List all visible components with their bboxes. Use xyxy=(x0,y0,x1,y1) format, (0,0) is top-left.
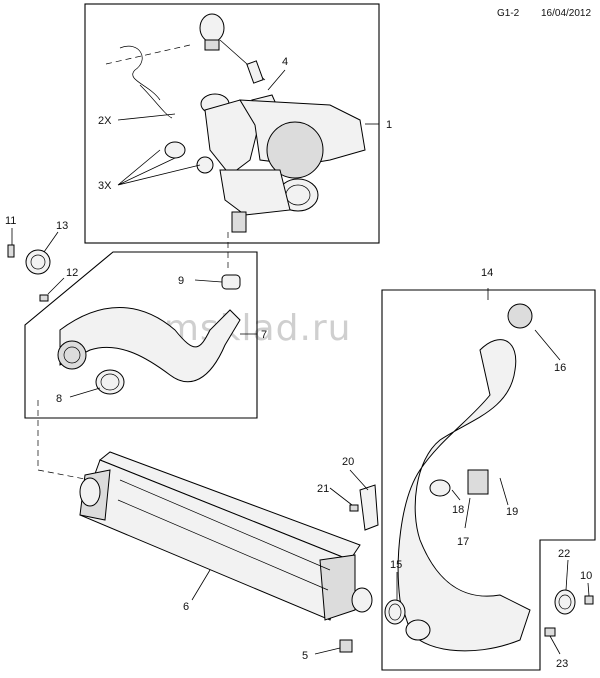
bracket-20 xyxy=(349,484,379,531)
callout-11: 11 xyxy=(5,215,16,227)
callout-13: 13 xyxy=(56,220,68,232)
callout-2x: 2X xyxy=(98,115,112,127)
leader-18 xyxy=(451,489,461,501)
callout-1: 1 xyxy=(386,119,392,131)
callout-3x: 3X xyxy=(98,180,112,192)
callout-22: 22 xyxy=(558,548,570,560)
callout-20: 20 xyxy=(342,456,354,468)
callout-16: 16 xyxy=(554,362,566,374)
callout-23: 23 xyxy=(556,658,568,670)
leader-2x xyxy=(117,113,176,121)
outlet-duct-group-frame xyxy=(381,289,596,671)
leader-19 xyxy=(499,477,509,506)
mount-bushing xyxy=(339,639,353,653)
wastegate-actuator xyxy=(199,13,266,84)
dash-connector xyxy=(37,469,91,481)
leader-23 xyxy=(549,635,561,655)
leader-9 xyxy=(194,279,223,283)
callout-8: 8 xyxy=(56,393,62,405)
leader-16 xyxy=(534,329,561,361)
callout-21: 21 xyxy=(317,483,329,495)
sensor xyxy=(429,469,489,497)
diagram-date: 16/04/2012 xyxy=(541,8,591,19)
callout-12: 12 xyxy=(66,267,78,279)
hose-clamp-2 xyxy=(554,589,576,615)
callout-15: 15 xyxy=(390,559,402,571)
leader-5 xyxy=(314,647,341,655)
leader-6 xyxy=(191,569,211,601)
bolt xyxy=(7,244,15,258)
nut xyxy=(39,294,49,302)
leader-13 xyxy=(43,231,59,253)
leader-12 xyxy=(47,277,65,295)
inlet-duct xyxy=(57,274,241,383)
leader-20 xyxy=(349,469,369,491)
turbocharger xyxy=(164,93,366,233)
inlet-duct-group-frame xyxy=(24,251,258,419)
turbocharger-group-frame xyxy=(84,3,380,244)
clamp-ring xyxy=(95,369,125,395)
leader-10 xyxy=(587,582,590,597)
hose-clamp xyxy=(25,249,51,275)
outlet-duct xyxy=(397,303,533,652)
leader-21 xyxy=(329,487,353,506)
leader-3x xyxy=(117,149,201,186)
seal-ring xyxy=(384,599,406,625)
diagram-code: G1-2 xyxy=(497,8,520,19)
callout-19: 19 xyxy=(506,506,518,518)
vacuum-hose xyxy=(105,44,191,119)
leader-22 xyxy=(565,559,569,591)
callout-4: 4 xyxy=(282,56,288,68)
leader-4 xyxy=(267,69,286,91)
callout-18: 18 xyxy=(452,504,464,516)
leader-8 xyxy=(69,387,101,398)
callout-14: 14 xyxy=(481,267,493,279)
callout-17: 17 xyxy=(457,536,469,548)
leader-17 xyxy=(464,497,471,529)
callout-7: 7 xyxy=(261,329,267,341)
callout-5: 5 xyxy=(302,650,308,662)
bolt-2 xyxy=(584,595,594,605)
callout-6: 6 xyxy=(183,601,189,613)
intercooler xyxy=(79,451,373,621)
nut-2 xyxy=(544,627,556,637)
callout-10: 10 xyxy=(580,570,592,582)
callout-9: 9 xyxy=(178,275,184,287)
